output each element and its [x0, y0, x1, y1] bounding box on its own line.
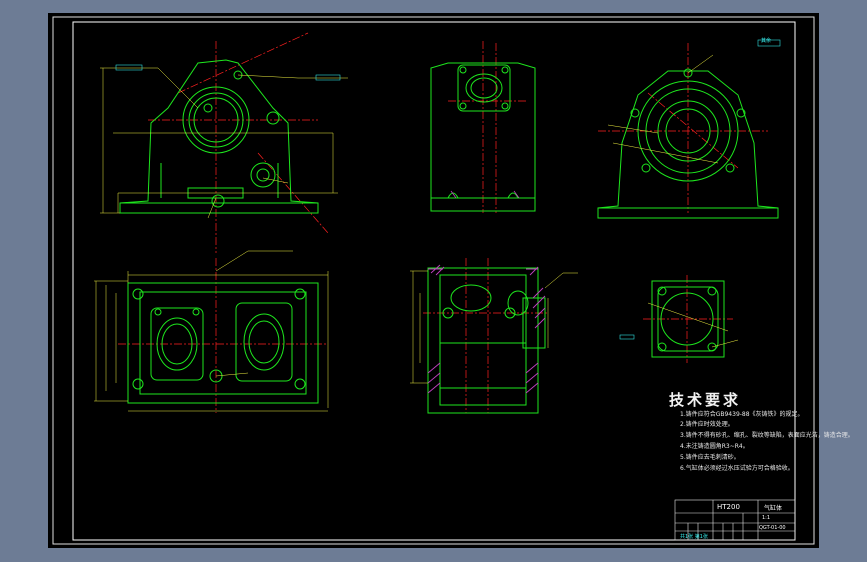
title-block-material: HT200	[717, 503, 740, 511]
plan-view	[94, 250, 329, 413]
title-block	[674, 499, 796, 541]
side-view-top	[430, 41, 536, 213]
title-block-sheet: 共1张 第1张	[680, 534, 708, 540]
flange-view	[619, 275, 739, 363]
inner-frame	[72, 21, 796, 541]
tech-req-item-4: 4.未注铸造圆角R3~R4。	[680, 443, 749, 450]
tech-req-item-1: 1.铸件应符合GB9439-88《灰铸铁》的规定。	[680, 411, 804, 418]
tech-req-item-5: 5.铸件应去毛刺清砂。	[680, 454, 740, 461]
tech-req-item-3: 3.铸件不得有砂孔、缩孔、裂纹等缺陷，表面应光洁，铸造合理。	[680, 432, 854, 439]
cad-drawing	[52, 16, 815, 545]
title-block-drawing-no: QGT-01-00	[759, 525, 786, 531]
title-block-scale: 1:1	[762, 515, 771, 521]
side-view-right	[597, 39, 781, 219]
outer-frame	[52, 16, 815, 545]
tech-req-item-2: 2.铸件应时效处理。	[680, 421, 734, 428]
front-view-left	[100, 32, 348, 253]
tech-req-item-6: 6.气缸体必须经过水压试验方可合格验收。	[680, 465, 794, 472]
cad-viewport[interactable]: 技术要求 1.铸件应符合GB9439-88《灰铸铁》的规定。 2.铸件应时效处理…	[48, 13, 854, 548]
section-view	[410, 258, 578, 414]
title-block-part-name: 气缸体	[764, 505, 783, 512]
corner-note: 其余	[761, 38, 772, 44]
technical-requirements-title: 技术要求	[669, 391, 742, 409]
